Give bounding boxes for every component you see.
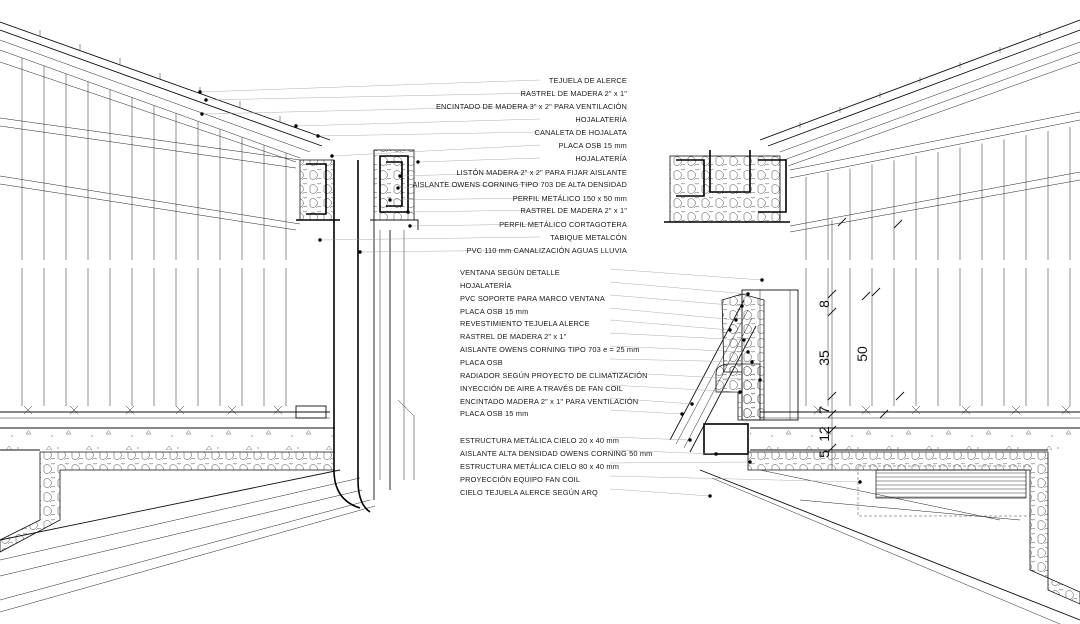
label-top-13: PVC 110 mm CANALIZACIÓN AGUAS LLUVIA bbox=[466, 246, 627, 255]
label-top-3: HOJALATERÍA bbox=[575, 115, 627, 124]
dimension-35: 35 bbox=[816, 350, 832, 366]
label-bottom-3: PLACA OSB 15 mm bbox=[460, 307, 528, 316]
label-bottom-7: PLACA OSB bbox=[460, 358, 503, 367]
label-top-2: ENCINTADO DE MADERA 3" x 2" PARA VENTILA… bbox=[436, 102, 627, 111]
dimension-50: 50 bbox=[854, 346, 870, 362]
dimension-8: 8 bbox=[816, 300, 832, 308]
label-top-10: RASTREL DE MADERA 2" x 1" bbox=[521, 206, 628, 215]
label-top-9: PERFIL METÁLICO 150 x 50 mm bbox=[513, 194, 627, 203]
labels-top: TEJUELA DE ALERCE RASTREL DE MADERA 2" x… bbox=[412, 76, 627, 255]
label-bottom-9: INYECCIÓN DE AIRE A TRAVÉS DE FAN COIL bbox=[460, 384, 623, 393]
label-bottom-1: HOJALATERÍA bbox=[460, 281, 512, 290]
label-bottom-16: CIELO TEJUELA ALERCE SEGÚN ARQ bbox=[460, 488, 598, 497]
label-bottom-10: ENCINTADO MADERA 2" x 1" PARA VENTILACIÓ… bbox=[460, 397, 638, 406]
right-section bbox=[664, 19, 1080, 624]
label-bottom-4: REVESTIMIENTO TEJUELA ALERCE bbox=[460, 319, 590, 328]
dimension-5: 5 bbox=[816, 450, 832, 458]
label-top-8: AISLANTE OWENS CORNING TIPO 703 DE ALTA … bbox=[412, 180, 627, 189]
labels-bottom: VENTANA SEGÚN DETALLE HOJALATERÍA PVC SO… bbox=[460, 268, 652, 497]
dimensions: 8 35 50 7 12 5 bbox=[816, 300, 870, 458]
label-top-1: RASTREL DE MADERA 2" x 1" bbox=[521, 89, 628, 98]
label-bottom-0: VENTANA SEGÚN DETALLE bbox=[460, 268, 560, 277]
label-bottom-6: AISLANTE OWENS CORNING TIPO 703 e = 25 m… bbox=[460, 345, 640, 354]
label-bottom-13: AISLANTE ALTA DENSIDAD OWENS CORNING 50 … bbox=[460, 449, 652, 458]
dimension-12: 12 bbox=[816, 426, 832, 442]
label-top-6: HOJALATERÍA bbox=[575, 154, 627, 163]
label-top-4: CANALETA DE HOJALATA bbox=[534, 128, 627, 137]
label-top-11: PERFIL METÁLICO CORTAGOTERA bbox=[499, 220, 627, 229]
label-top-0: TEJUELA DE ALERCE bbox=[549, 76, 627, 85]
center-column bbox=[370, 149, 419, 500]
label-bottom-12: ESTRUCTURA METÁLICA CIELO 20 x 40 mm bbox=[460, 436, 619, 445]
label-bottom-2: PVC SOPORTE PARA MARCO VENTANA bbox=[460, 294, 605, 303]
left-section bbox=[0, 21, 376, 613]
label-top-7: LISTÓN MADERA 2" x 2" PARA FIJAR AISLANT… bbox=[456, 168, 627, 177]
leader-lines bbox=[198, 79, 862, 498]
dimension-7: 7 bbox=[816, 406, 832, 414]
label-bottom-8: RADIADOR SEGÚN PROYECTO DE CLIMATIZACIÓN bbox=[460, 371, 648, 380]
label-bottom-5: RASTREL DE MADERA 2" x 1" bbox=[460, 332, 567, 341]
label-top-5: PLACA OSB 15 mm bbox=[559, 141, 627, 150]
label-top-12: TABIQUE METALCÓN bbox=[550, 233, 627, 242]
label-bottom-15: PROYECCIÓN EQUIPO FAN COIL bbox=[460, 475, 580, 484]
label-bottom-11: PLACA OSB 15 mm bbox=[460, 409, 528, 418]
label-bottom-14: ESTRUCTURA METÁLICA CIELO 80 x 40 mm bbox=[460, 462, 619, 471]
